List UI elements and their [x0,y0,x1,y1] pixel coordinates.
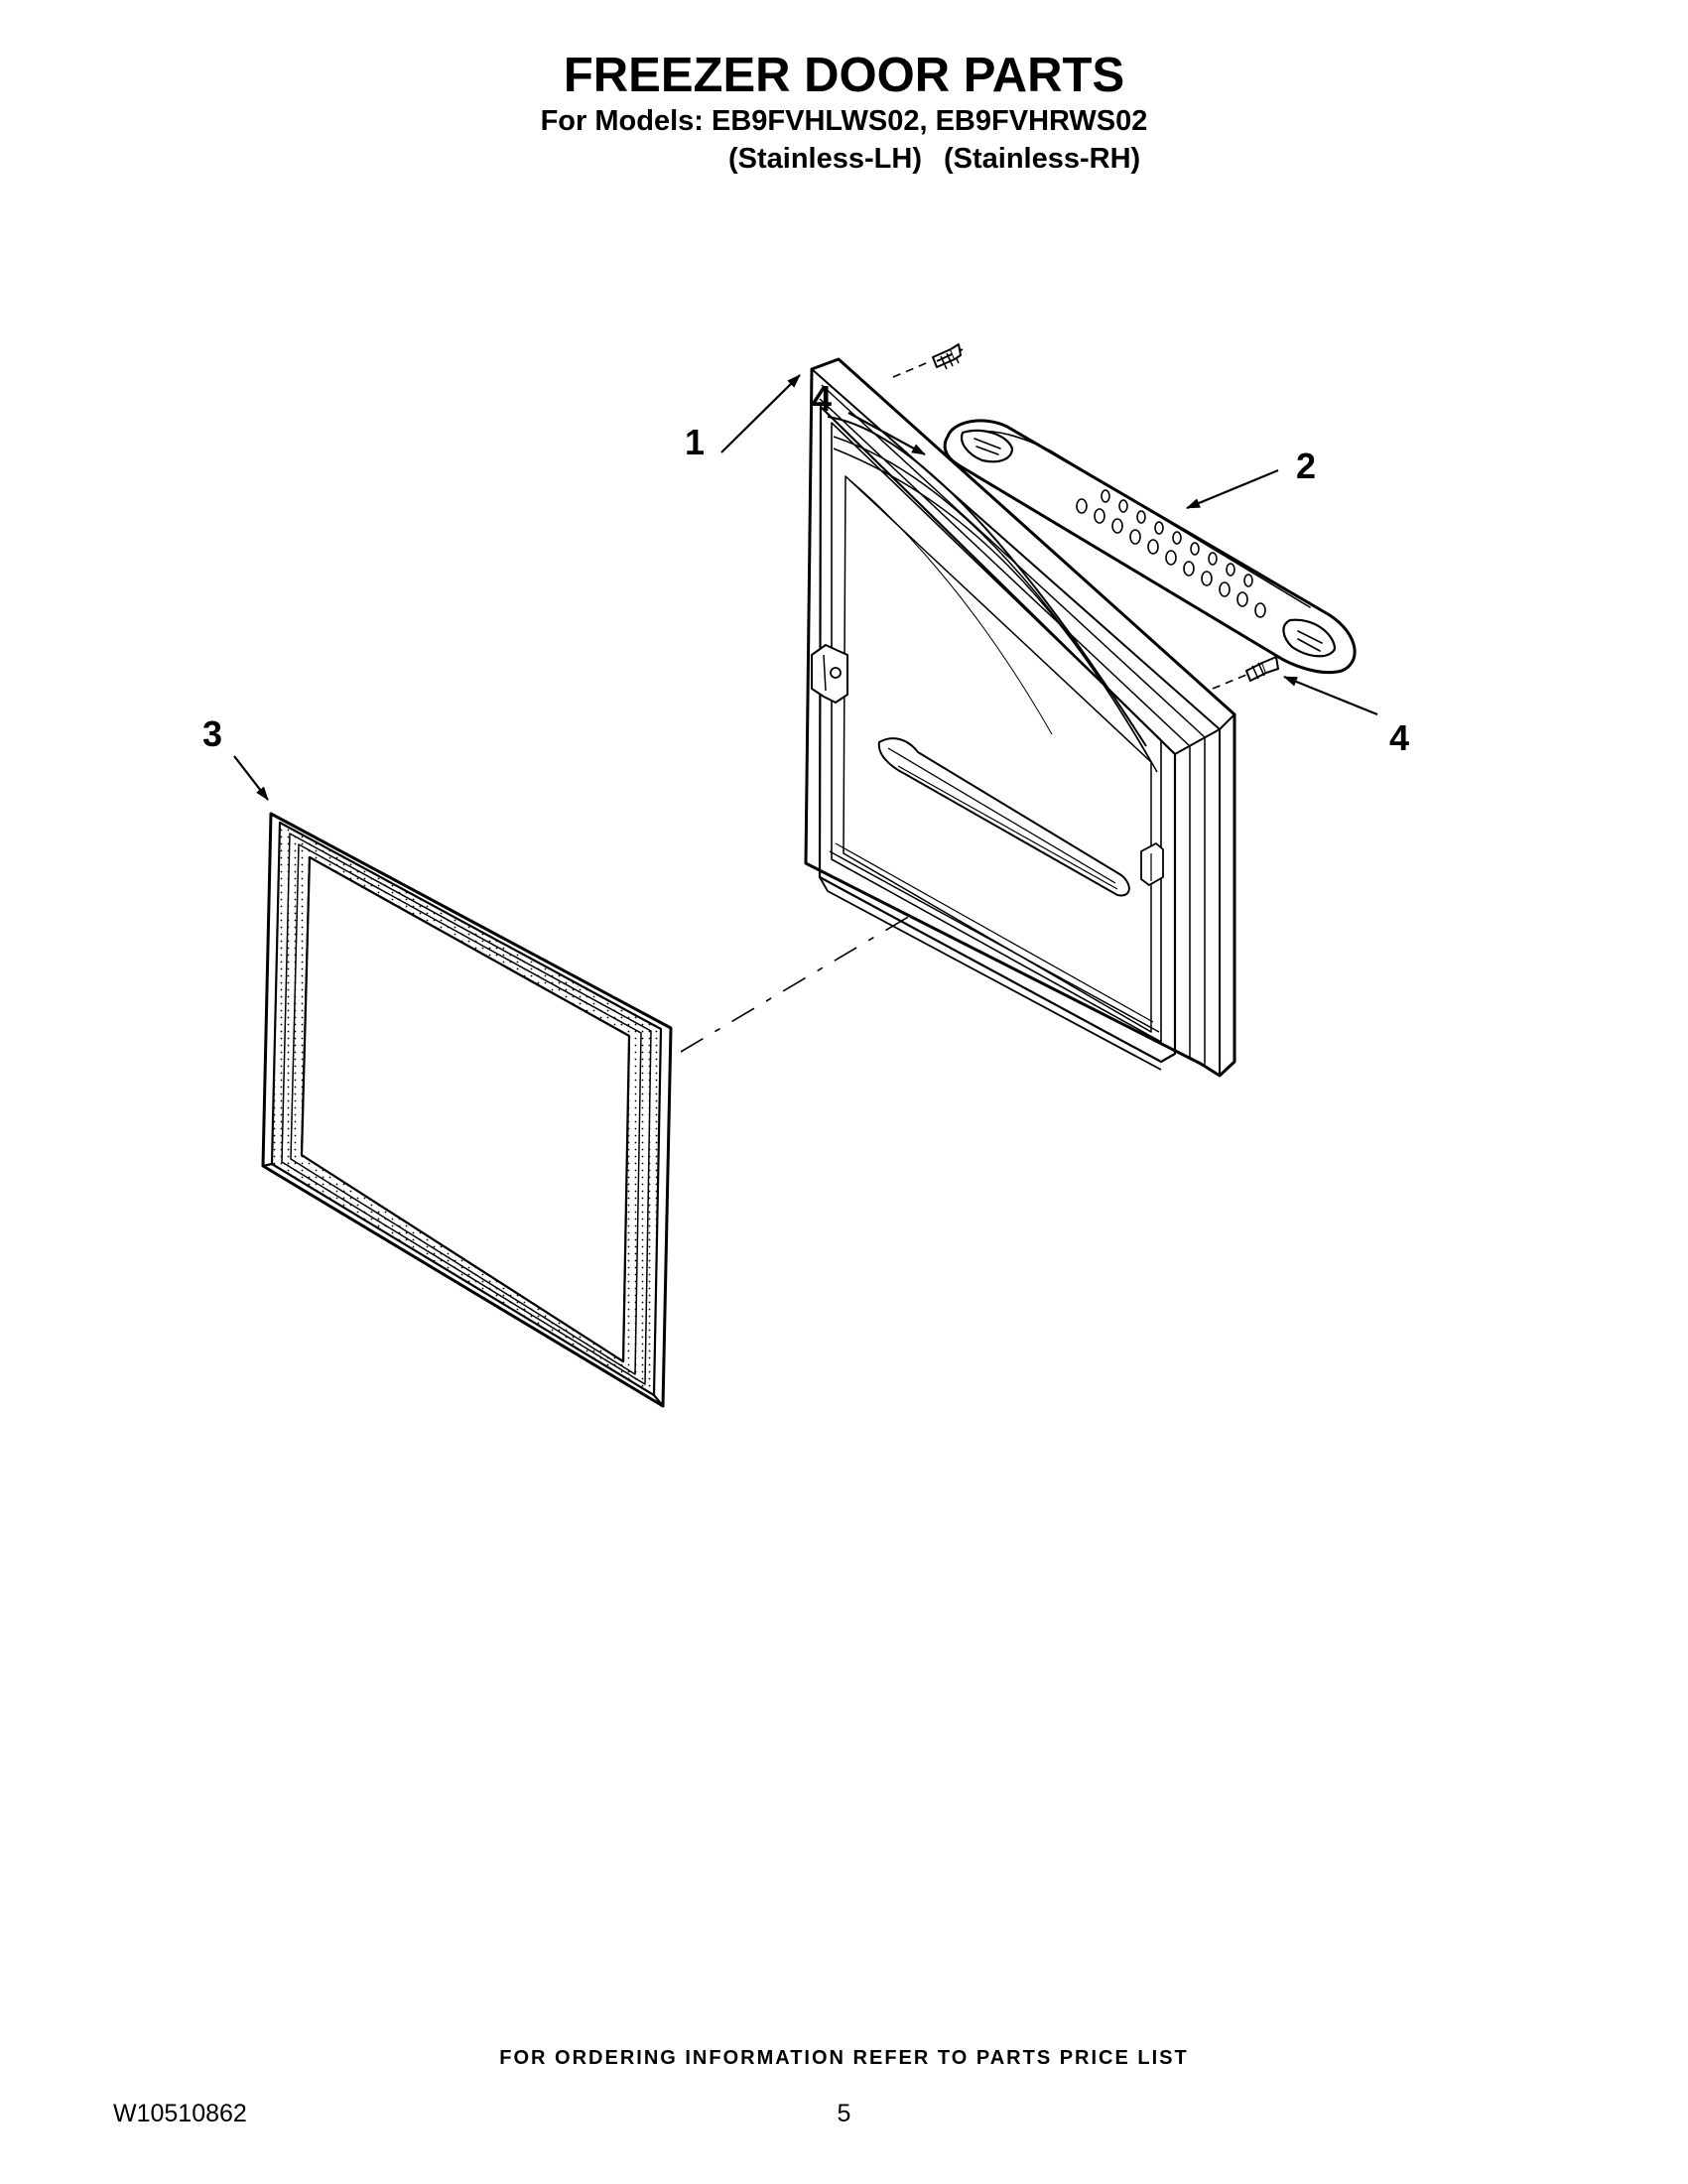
door-handle [943,419,1357,675]
models-line: For Models: EB9FVHLWS02, EB9FVHRWS02 [540,105,1148,137]
handle-screw-top [892,343,964,378]
callout-door: 1 [685,422,705,462]
page-title: FREEZER DOOR PARTS [563,49,1125,102]
callout-handle: 2 [1296,446,1316,486]
leader-lines [233,374,1378,801]
leader-screw-bottom [1283,675,1378,716]
model-variants: (Stainless-LH) (Stainless-RH) [728,141,1140,177]
freezer-door [804,357,1236,1078]
callout-screw-top: 4 [812,378,832,419]
callout-screw-bottom: 4 [1389,717,1409,758]
callout-gasket: 3 [202,713,222,754]
leader-door [720,374,801,453]
variant-lh: (Stainless-LH) [728,143,922,175]
variant-rh: (Stainless-RH) [943,143,1141,175]
ordering-note: FOR ORDERING INFORMATION REFER TO PARTS … [499,2047,1189,2069]
leader-gasket [233,755,269,801]
page-header: FREEZER DOOR PARTS For Models: EB9FVHLWS… [0,48,1688,139]
page-number: 5 [837,2100,851,2127]
leader-handle [1186,468,1279,510]
handle-screw-bottom [1212,656,1279,690]
document-number: W10510862 [113,2100,247,2127]
door-gasket [261,812,673,1408]
leader-screw-top [847,412,926,455]
